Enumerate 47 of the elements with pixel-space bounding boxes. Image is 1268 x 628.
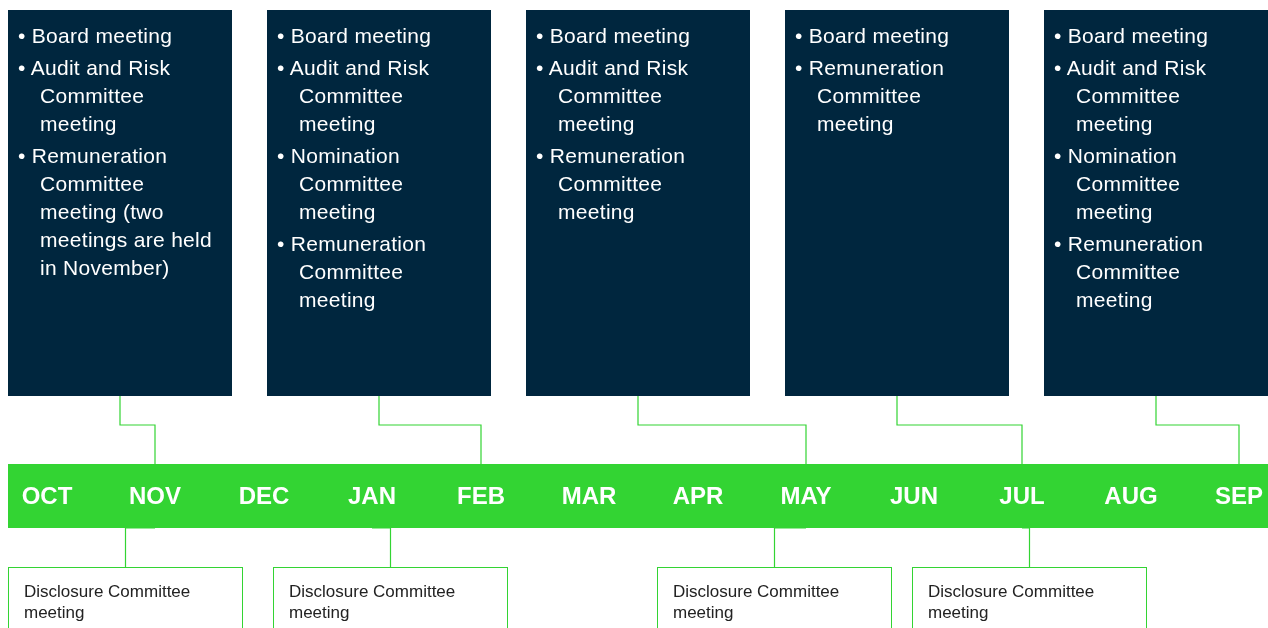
bullet-item: • Board meeting bbox=[18, 23, 174, 49]
bullet-item: • Audit and Risk Committee meeting bbox=[1054, 55, 1208, 137]
month-label: JUN bbox=[864, 464, 964, 528]
bullet-item: • Remuneration Committee meeting bbox=[277, 231, 428, 313]
meeting-card: Disclosure Committee meeting bbox=[273, 567, 508, 628]
bullet-item: • Remuneration Committee meeting bbox=[795, 55, 946, 137]
month-label: SEP bbox=[1189, 464, 1268, 528]
month-label: AUG bbox=[1081, 464, 1181, 528]
bullet-item: • Nomination Committee meeting bbox=[277, 143, 405, 225]
month-label: FEB bbox=[431, 464, 531, 528]
bullet-item: • Audit and Risk Committee meeting bbox=[277, 55, 431, 137]
timeline-bar bbox=[8, 464, 1268, 528]
meeting-card: Disclosure Committee meeting bbox=[657, 567, 892, 628]
connector-line bbox=[773, 527, 807, 568]
meeting-card: Disclosure Committee meeting bbox=[912, 567, 1147, 628]
month-label: DEC bbox=[214, 464, 314, 528]
bullet-item: • Remuneration Committee meeting (two meetings are held in November) bbox=[18, 143, 214, 281]
bullet-item: • Board meeting bbox=[277, 23, 433, 49]
month-label: JUL bbox=[972, 464, 1072, 528]
connector-line bbox=[1021, 527, 1031, 568]
bullet-item: • Remuneration Committee meeting bbox=[1054, 231, 1205, 313]
month-label: OCT bbox=[0, 464, 97, 528]
connector-line bbox=[119, 395, 156, 465]
connector-line bbox=[896, 395, 1023, 465]
connector-line bbox=[1155, 395, 1240, 465]
bullet-item: • Nomination Committee meeting bbox=[1054, 143, 1182, 225]
month-label: APR bbox=[648, 464, 748, 528]
connector-line bbox=[637, 395, 807, 465]
bullet-item: • Board meeting bbox=[1054, 23, 1210, 49]
month-label: MAR bbox=[539, 464, 639, 528]
bullet-item: • Board meeting bbox=[536, 23, 692, 49]
month-label: JAN bbox=[322, 464, 422, 528]
bullet-item: • Board meeting bbox=[795, 23, 951, 49]
month-label: MAY bbox=[756, 464, 856, 528]
connector-line bbox=[378, 395, 482, 465]
meeting-card bbox=[526, 10, 750, 396]
bullet-item: • Remuneration Committee meeting bbox=[536, 143, 687, 225]
connector-line bbox=[371, 527, 392, 568]
meeting-card bbox=[1044, 10, 1268, 396]
meeting-card bbox=[8, 10, 232, 396]
connector-line bbox=[124, 527, 156, 568]
bullet-item: • Audit and Risk Committee meeting bbox=[18, 55, 172, 137]
meeting-card bbox=[785, 10, 1009, 396]
meeting-card: Disclosure Committee meeting bbox=[8, 567, 243, 628]
meeting-card bbox=[267, 10, 491, 396]
bullet-item: • Audit and Risk Committee meeting bbox=[536, 55, 690, 137]
month-label: NOV bbox=[105, 464, 205, 528]
